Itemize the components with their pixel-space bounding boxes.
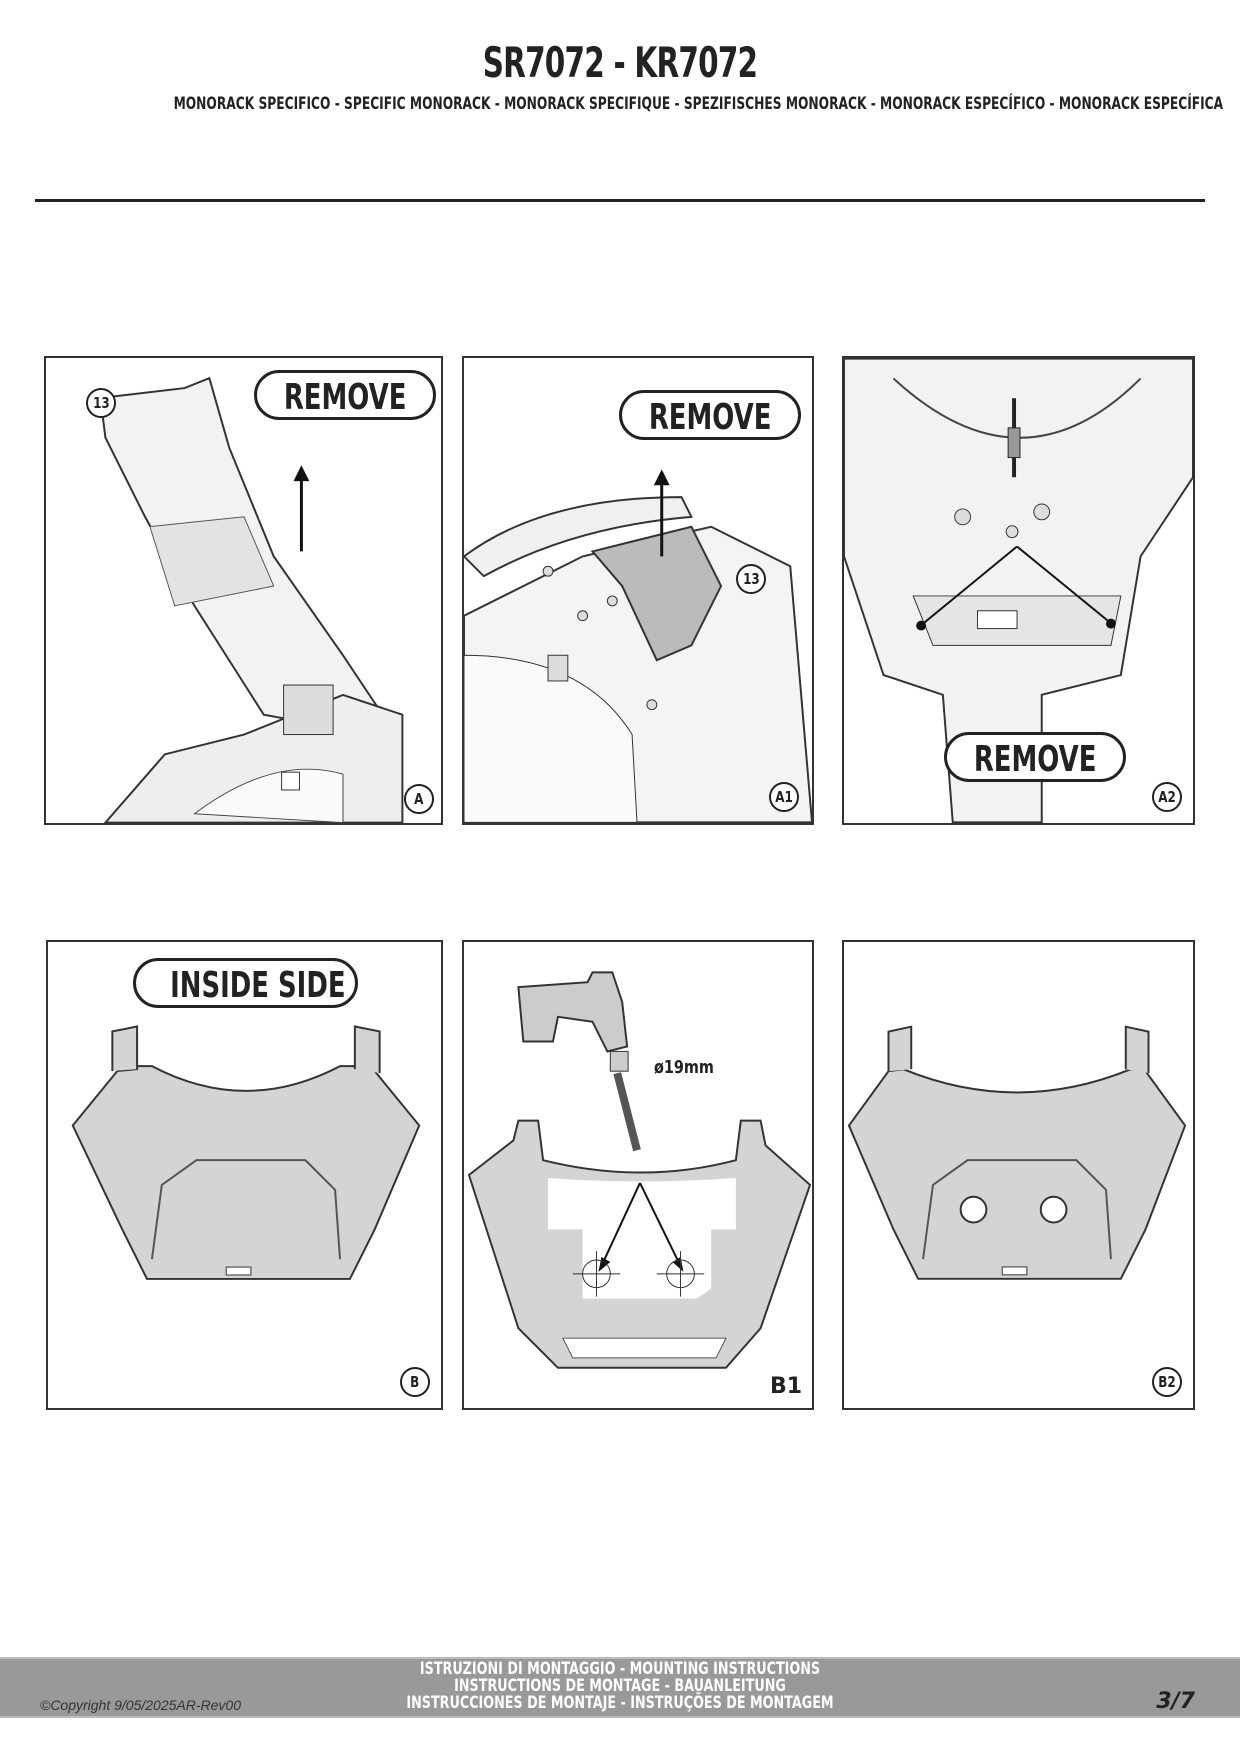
step-label: B1 (770, 1374, 803, 1399)
step-label: A2 (1152, 782, 1182, 812)
footer-line-2: INSTRUCTIONS DE MONTAGE - BAUANLEITUNG (454, 1676, 786, 1696)
copyright: ©Copyright 9/05/2025AR-Rev00 (40, 1697, 241, 1713)
seat-removal-illustration (99, 376, 404, 823)
panel-b2: B2 (842, 940, 1195, 1410)
drilling-illustration (467, 971, 812, 1369)
remove-callout: REMOVE (944, 732, 1126, 782)
step-label: A (404, 784, 434, 814)
panel-b: INSIDE SIDE B (46, 940, 443, 1410)
header-divider (35, 199, 1205, 202)
remove-callout: REMOVE (619, 390, 801, 440)
part-number-badge: 13 (736, 564, 766, 594)
cover-removal-illustration (464, 469, 812, 823)
page-number: 3/7 (1156, 1689, 1195, 1714)
footer-line-1: ISTRUZIONI DI MONTAGGIO - MOUNTING INSTR… (419, 1659, 821, 1679)
panel-a: 13 REMOVE A (44, 356, 443, 825)
screw-removal-illustration (844, 358, 1193, 823)
part-number-badge: 13 (86, 388, 116, 418)
remove-callout: REMOVE (254, 370, 436, 420)
panel-b1: ø19mm B1 (462, 940, 814, 1410)
document-title: SR7072 - KR7072 (482, 38, 758, 87)
step-label: A1 (769, 782, 799, 812)
drilled-cover-illustration (847, 1025, 1187, 1280)
step-label: B (400, 1367, 430, 1397)
step-label: B2 (1152, 1367, 1182, 1397)
footer-line-3: INSTRUCCIONES DE MONTAJE - INSTRUÇÕES DE… (406, 1693, 834, 1713)
footer-bar: ISTRUZIONI DI MONTAGGIO - MOUNTING INSTR… (0, 1657, 1240, 1718)
panel-a2: REMOVE A2 (842, 356, 1195, 825)
inside-side-callout: INSIDE SIDE (133, 958, 358, 1008)
cover-inside-illustration (71, 1025, 421, 1280)
drill-size-label: ø19mm (654, 1057, 714, 1078)
document-subtitle: MONORACK SPECIFICO - SPECIFIC MONORACK -… (173, 94, 1224, 114)
panel-a1: REMOVE 13 A1 (462, 356, 814, 825)
